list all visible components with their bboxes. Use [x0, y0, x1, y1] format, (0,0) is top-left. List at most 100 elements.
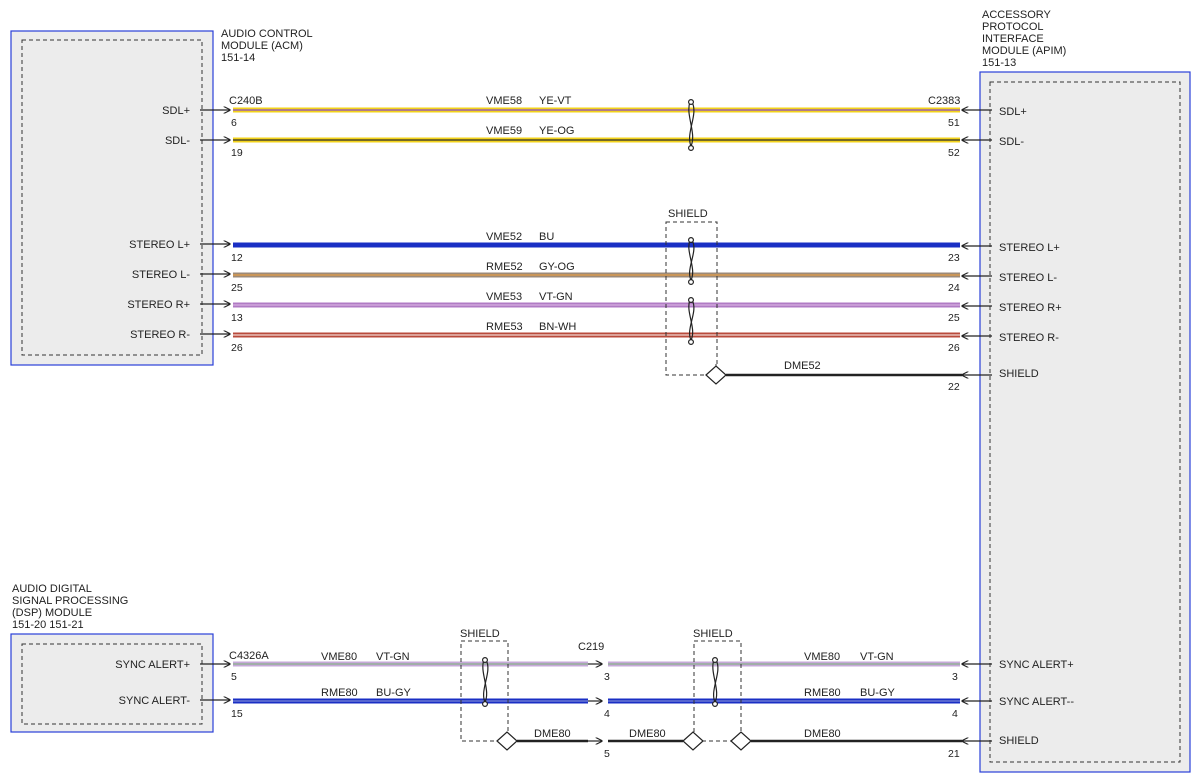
- splice-diamond-icon: [730, 731, 752, 751]
- apim-signal-shield: SHIELD: [999, 368, 1039, 380]
- shield-box-bottom-right: SHIELD: [693, 628, 742, 742]
- wire-color-code: VT-GN: [376, 651, 410, 663]
- acm-signal-sdl-plus: SDL+: [162, 105, 190, 117]
- apim-title-2: PROTOCOL: [982, 21, 1044, 33]
- wire-circuit-mid: DME80: [629, 728, 666, 740]
- drain-wire-dme52: DME52 22: [705, 360, 992, 393]
- dsp-title-3: (DSP) MODULE: [12, 607, 92, 619]
- twisted-pair-symbol-stereo-l: [687, 237, 695, 286]
- wire-circuit: RME53: [486, 321, 523, 333]
- pin-right: 24: [948, 282, 960, 294]
- pin-right: 23: [948, 252, 960, 264]
- dsp-signal-sync-alert-plus: SYNC ALERT+: [115, 659, 190, 671]
- pin-dsp: 15: [231, 708, 243, 720]
- apim-signal-sync-alert-minus: SYNC ALERT--: [999, 696, 1074, 708]
- apim-signal-sdl-plus: SDL+: [999, 106, 1027, 118]
- wire-rme80-right: RME80 BU-GY 4: [608, 687, 992, 720]
- apim-module: ACCESSORY PROTOCOL INTERFACE MODULE (API…: [979, 9, 1191, 773]
- wire-rme53: RME53 BN-WH 26 26: [200, 321, 992, 354]
- wire-vme59: VME59 YE-OG 19 52: [200, 125, 992, 159]
- twisted-pair-symbol-sync-right: [711, 656, 719, 707]
- apim-signal-stereo-l-plus: STEREO L+: [999, 242, 1060, 254]
- wire-circuit: RME80: [321, 687, 358, 699]
- wire-circuit: RME52: [486, 261, 523, 273]
- connector-dsp-label: C4326A: [229, 650, 269, 662]
- connector-c219-label: C219: [578, 641, 604, 653]
- drain-wire-dme80: DME80 DME80 DME80 5 21: [496, 728, 992, 760]
- wire-color-code: GY-OG: [539, 261, 575, 273]
- dsp-title-4: 151-20 151-21: [12, 619, 84, 631]
- apim-signal-stereo-r-minus: STEREO R-: [999, 332, 1059, 344]
- wire-vme58: VME58 YE-VT 6 51: [200, 95, 992, 129]
- pin-c219: 5: [604, 748, 610, 760]
- wire-color-code: VT-GN: [860, 651, 894, 663]
- pin-right: 51: [948, 117, 960, 129]
- wire-vme80-right: VME80 VT-GN 3: [608, 651, 992, 683]
- pin-right: 25: [948, 312, 960, 324]
- pin-apim: 3: [952, 671, 958, 683]
- acm-signal-stereo-l-minus: STEREO L-: [132, 269, 190, 281]
- wire-vme80-left: VME80 VT-GN 5 3: [200, 651, 610, 683]
- wire-circuit: DME52: [784, 360, 821, 372]
- dsp-module: AUDIO DIGITAL SIGNAL PROCESSING (DSP) MO…: [10, 583, 214, 733]
- pin-right: 22: [948, 381, 960, 393]
- wire-circuit: VME58: [486, 95, 522, 107]
- apim-title-5: 151-13: [982, 57, 1016, 69]
- pin-right: 26: [948, 342, 960, 354]
- splice-diamond-icon: [682, 731, 704, 751]
- acm-title-2: MODULE (ACM): [221, 40, 303, 52]
- pin-c219: 4: [604, 708, 610, 720]
- apim-signal-stereo-r-plus: STEREO R+: [999, 302, 1062, 314]
- wire-color-code: BU: [539, 231, 554, 243]
- wire-circuit: VME59: [486, 125, 522, 137]
- wire-color-code: BN-WH: [539, 321, 576, 333]
- wire-vme52: VME52 BU 12 23: [200, 231, 992, 264]
- wire-color-code: YE-OG: [539, 125, 574, 137]
- pin-left: 13: [231, 312, 243, 324]
- acm-module: AUDIO CONTROL MODULE (ACM) 151-14 SDL+ S…: [10, 28, 313, 366]
- pin-c219: 3: [604, 671, 610, 683]
- wire-circuit-right: DME80: [804, 728, 841, 740]
- apim-signal-sync-alert-plus: SYNC ALERT+: [999, 659, 1074, 671]
- pin-apim: 21: [948, 748, 960, 760]
- acm-signal-stereo-r-plus: STEREO R+: [127, 299, 190, 311]
- wire-vme53: VME53 VT-GN 13 25: [200, 291, 992, 324]
- twisted-pair-symbol-sdl: [687, 98, 695, 152]
- wire-color-code: YE-VT: [539, 95, 572, 107]
- pin-left: 26: [231, 342, 243, 354]
- wire-circuit: VME80: [804, 651, 840, 663]
- apim-title-1: ACCESSORY: [982, 9, 1052, 21]
- pin-right: 52: [948, 147, 960, 159]
- pin-apim: 4: [952, 708, 958, 720]
- wire-color-code: BU-GY: [860, 687, 896, 699]
- wire-circuit: VME80: [321, 651, 357, 663]
- splice-diamond-icon: [705, 365, 727, 385]
- pin-dsp: 5: [231, 671, 237, 683]
- acm-signal-stereo-r-minus: STEREO R-: [130, 329, 190, 341]
- connector-apim-label: C2383: [928, 95, 960, 107]
- acm-title-1: AUDIO CONTROL: [221, 28, 313, 40]
- acm-title-3: 151-14: [221, 52, 255, 64]
- acm-signal-stereo-l-plus: STEREO L+: [129, 239, 190, 251]
- shield-box-bottom-left: SHIELD: [460, 628, 509, 742]
- twisted-pair-symbol-stereo-r: [687, 297, 695, 346]
- pin-left: 6: [231, 117, 237, 129]
- shield-label: SHIELD: [693, 628, 733, 640]
- wire-rme52: RME52 GY-OG 25 24: [200, 261, 992, 294]
- bottom-wire-group: VME80 VT-GN 5 3 VME80 VT-GN 3 RME80 BU-G…: [200, 628, 992, 760]
- twisted-pair-symbol-sync-left: [482, 656, 489, 707]
- wire-circuit: RME80: [804, 687, 841, 699]
- apim-signal-shield-bottom: SHIELD: [999, 735, 1039, 747]
- wire-circuit-left: DME80: [534, 728, 571, 740]
- pin-left: 25: [231, 282, 243, 294]
- wire-circuit: VME53: [486, 291, 522, 303]
- top-wire-group: VME58 YE-VT 6 51 VME59 YE-OG 19 52: [200, 95, 992, 393]
- apim-title-4: MODULE (APIM): [982, 45, 1066, 57]
- dsp-signal-sync-alert-minus: SYNC ALERT-: [119, 695, 191, 707]
- apim-signal-stereo-l-minus: STEREO L-: [999, 272, 1057, 284]
- wire-color-code: BU-GY: [376, 687, 412, 699]
- connector-acm-label: C240B: [229, 95, 263, 107]
- dsp-title-1: AUDIO DIGITAL: [12, 583, 92, 595]
- apim-title-3: INTERFACE: [982, 33, 1044, 45]
